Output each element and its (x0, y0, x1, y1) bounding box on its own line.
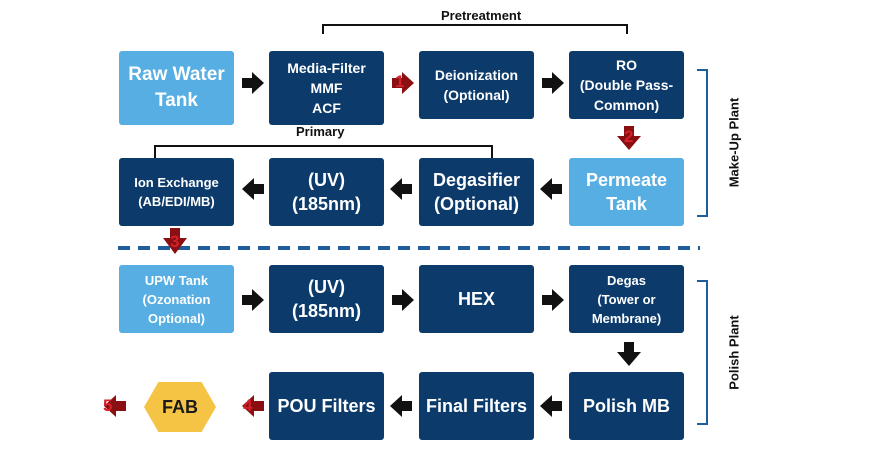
polish-plant-bracket (697, 280, 708, 425)
box-label: UPW Tank (144, 272, 209, 288)
box-label: (UV) (308, 277, 345, 297)
pretreatment-label: Pretreatment (441, 8, 522, 23)
makeup-plant-label: Make-Up Plant (726, 97, 742, 188)
uv-polish-box: (UV) (185nm) (269, 265, 384, 333)
step-marker-1: 1 (395, 72, 405, 91)
final-filters-box: Final Filters (419, 372, 534, 440)
primary-label: Primary (296, 124, 345, 139)
box-label: Polish MB (582, 396, 670, 416)
ion-exchange-box: Ion Exchange (AB/EDI/MB) (119, 158, 234, 226)
arrow-degas-to-polish (617, 342, 641, 366)
box-label: MMF (310, 80, 343, 96)
arrow-deion-to-ro (542, 72, 564, 94)
primary-bracket (154, 145, 493, 158)
box-label: (Double Pass- (579, 77, 674, 93)
uv-primary-box: (UV) (185nm) (269, 158, 384, 226)
arrow-ro-to-permeate (617, 126, 641, 150)
degas-box: Degas (Tower or Membrane) (569, 265, 684, 333)
box-label: HEX (457, 289, 495, 309)
permeate-tank-box: Permeate Tank (569, 158, 684, 226)
pou-filters-box: POU Filters (269, 372, 384, 440)
box-label: Final Filters (425, 396, 528, 416)
makeup-plant-bracket (697, 69, 708, 217)
box-label: Raw Water (128, 64, 225, 85)
box-label: (Optional) (434, 194, 519, 214)
raw-water-tank-box: Raw Water Tank (119, 51, 234, 125)
box-label: Common) (593, 97, 660, 113)
box-label: Tank (155, 90, 198, 111)
deionization-box: Deionization (Optional) (419, 51, 534, 119)
box-label: Optional) (147, 310, 206, 326)
box-label: Ion Exchange (134, 175, 219, 190)
box-label: Media-Filter (287, 60, 366, 76)
arrow-raw-to-media (242, 72, 264, 94)
pretreatment-bracket (322, 24, 628, 34)
box-label: (AB/EDI/MB) (138, 194, 215, 209)
box-label: (UV) (308, 170, 345, 190)
arrow-uv-to-hex (392, 289, 414, 311)
box-label: Deionization (434, 67, 519, 83)
arrow-ion-to-upw (163, 228, 187, 254)
fab-hexagon: FAB (144, 382, 216, 432)
box-label: (Optional) (443, 87, 510, 103)
upw-tank-box: UPW Tank (Ozonation Optional) (119, 265, 234, 333)
degasifier-box: Degasifier (Optional) (419, 158, 534, 226)
box-label: Membrane) (591, 310, 662, 326)
box-label: (185nm) (291, 194, 362, 214)
box-label: ACF (312, 100, 341, 116)
box-label: Degasifier (432, 170, 521, 190)
box-label: (Tower or (597, 291, 656, 307)
media-filter-box: Media-Filter MMF ACF (269, 51, 384, 125)
step-marker-3: 3 (170, 232, 180, 251)
box-label: RO (616, 57, 637, 73)
box-label: (Ozonation (142, 291, 211, 307)
box-label: Tank (606, 194, 647, 214)
polish-plant-label: Polish Plant (726, 315, 742, 390)
polish-mb-box: Polish MB (569, 372, 684, 440)
box-label: Permeate (585, 170, 668, 190)
ro-box: RO (Double Pass- Common) (569, 51, 684, 119)
step-marker-2: 2 (624, 127, 634, 146)
step-marker-4: 4 (243, 396, 253, 415)
hex-box: HEX (419, 265, 534, 333)
box-label: Degas (606, 272, 647, 288)
box-label: (185nm) (291, 301, 362, 321)
step-marker-5: 5 (103, 396, 113, 415)
arrow-hex-to-degas (542, 289, 564, 311)
arrow-upw-to-uv (242, 289, 264, 311)
box-label: POU Filters (277, 396, 376, 416)
